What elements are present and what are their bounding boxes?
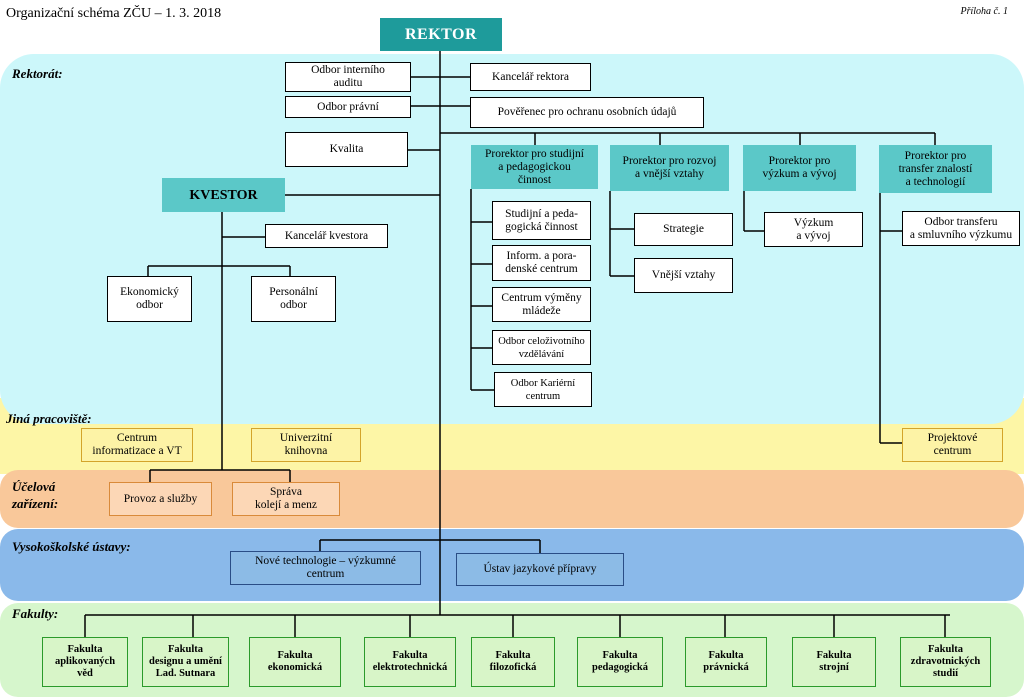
faculty-philosophy: Fakulta filozofická	[471, 637, 555, 687]
unit-economic: Ekonomický odbor	[107, 276, 192, 322]
annex-label: Příloha č. 1	[960, 6, 1009, 17]
page-title: Organizační schéma ZČU – 1. 3. 2018	[6, 6, 222, 21]
unit-language-institute: Ústav jazykové přípravy	[456, 553, 624, 586]
unit-external-relations: Vnější vztahy	[634, 258, 733, 293]
label-fakulty: Fakulty:	[12, 606, 59, 621]
unit-new-technologies: Nové technologie – výzkumné centrum	[230, 551, 421, 585]
prorector-transfer: Prorektor pro transfer znalostí a techno…	[879, 145, 992, 193]
unit-rector-office: Kancelář rektora	[470, 63, 591, 91]
faculty-mechanical: Fakulta strojní	[792, 637, 876, 687]
kvestor-box: KVESTOR	[162, 178, 285, 212]
prorector-research: Prorektor pro výzkum a vývoj	[743, 145, 856, 191]
faculty-health-studies: Fakulta zdravotnických studií	[900, 637, 991, 687]
faculty-applied-sciences: Fakulta aplikovaných věd	[42, 637, 128, 687]
unit-data-protection: Pověřenec pro ochranu osobních údajů	[470, 97, 704, 128]
unit-personnel: Personální odbor	[251, 276, 336, 322]
faculty-economics: Fakulta ekonomická	[249, 637, 341, 687]
faculty-law: Fakulta právnická	[685, 637, 767, 687]
faculty-design-art: Fakulta designu a umění Lad. Sutnara	[142, 637, 229, 687]
unit-operations: Provoz a služby	[109, 482, 212, 516]
rektor-box: REKTOR	[380, 18, 502, 51]
unit-bursar-office: Kancelář kvestora	[265, 224, 388, 248]
unit-studijni-5: Odbor Kariérní centrum	[494, 372, 592, 407]
unit-library: Univerzitní knihovna	[251, 428, 361, 462]
unit-studijni-4: Odbor celoživotního vzdělávání	[492, 330, 591, 365]
unit-studijni-2: Inform. a pora- denské centrum	[492, 245, 591, 281]
unit-internal-audit: Odbor interního auditu	[285, 62, 411, 92]
unit-research-development: Výzkum a vývoj	[764, 212, 863, 247]
unit-project-center: Projektové centrum	[902, 428, 1003, 462]
prorector-studies: Prorektor pro studijní a pedagogickou či…	[471, 145, 598, 189]
label-jina-pracoviste: Jiná pracoviště:	[6, 411, 92, 426]
faculty-electrical: Fakulta elektrotechnická	[364, 637, 456, 687]
unit-civt: Centrum informatizace a VT	[81, 428, 193, 462]
unit-technology-transfer: Odbor transferu a smluvního výzkumu	[902, 211, 1020, 246]
unit-studijni-1: Studijní a peda- gogická činnost	[492, 201, 591, 240]
faculty-education: Fakulta pedagogická	[577, 637, 663, 687]
unit-studijni-3: Centrum výměny mládeže	[492, 287, 591, 322]
unit-legal: Odbor právní	[285, 96, 411, 118]
unit-quality: Kvalita	[285, 132, 408, 167]
unit-strategy: Strategie	[634, 213, 733, 246]
label-vysokoskolske-ustavy: Vysokoškolské ústavy:	[12, 539, 131, 554]
label-rektorat: Rektorát:	[12, 66, 63, 81]
label-ucelova-zarizeni: Účelová zařízení:	[12, 479, 59, 511]
prorector-development: Prorektor pro rozvoj a vnější vztahy	[610, 145, 729, 191]
unit-dormitories: Správa kolejí a menz	[232, 482, 340, 516]
